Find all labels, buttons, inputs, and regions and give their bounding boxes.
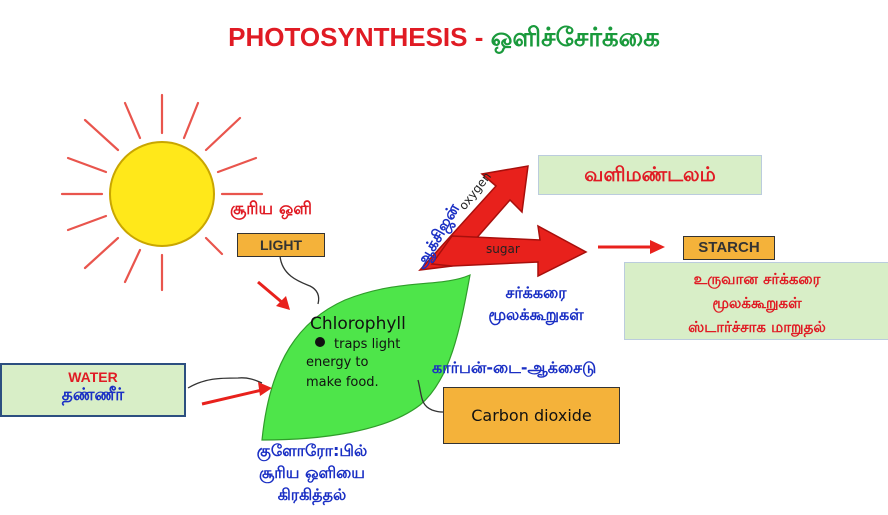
leaf-line2: energy to (306, 354, 368, 372)
leaf-line1: traps light (334, 336, 400, 354)
water-connector-line (188, 378, 262, 388)
sun-icon (110, 142, 214, 246)
sugar-tamil-line1: சர்க்கரை (456, 282, 616, 304)
water-tamil-label: தண்ணீர் (2, 385, 184, 407)
water-box: WATER தண்ணீர் (0, 363, 186, 417)
carbon-dioxide-label: Carbon dioxide (471, 406, 592, 425)
light-label: LIGHT (260, 237, 302, 253)
starch-tamil-line2: மூலக்கூறுகள் (625, 291, 888, 315)
chlorophyll-caption-line3: கிரகித்தல் (222, 484, 402, 506)
chlorophyll-dot (315, 337, 325, 347)
starch-tamil-box: உருவான சர்க்கரை மூலக்கூறுகள் ஸ்டார்ச்சாக… (624, 262, 888, 340)
sugar-tamil-line2: மூலக்கூறுகள் (456, 304, 616, 326)
light-box: LIGHT (237, 233, 325, 257)
light-to-leaf-arrow (258, 282, 290, 310)
sun-tamil-label: சூரிய ஒளி (230, 199, 312, 221)
water-english-label: WATER (2, 369, 184, 385)
chlorophyll-caption-line2: சூரிய ஒளியை (222, 462, 402, 484)
starch-tamil-line3: ஸ்டார்ச்சாக மாறுதல் (625, 315, 888, 339)
co2-tamil-label: கார்பன்-டை-ஆக்சைடு (432, 357, 596, 379)
atmosphere-box: வளிமண்டலம் (538, 155, 762, 195)
chlorophyll-caption-line1: குளோரோ:பில் (222, 440, 402, 462)
atmosphere-label: வளிமண்டலம் (584, 162, 715, 186)
carbon-dioxide-box: Carbon dioxide (443, 387, 620, 444)
leaf-line3: make food. (306, 374, 379, 392)
starch-label: STARCH (698, 239, 759, 256)
sugar-arrow-label: sugar (486, 242, 520, 256)
sugar-tamil-label: சர்க்கரை மூலக்கூறுகள் (456, 282, 616, 326)
chlorophyll-caption: குளோரோ:பில் சூரிய ஒளியை கிரகித்தல் (222, 440, 402, 506)
leaf-title: Chlorophyll (310, 314, 406, 334)
starch-tamil-line1: உருவான சர்க்கரை (625, 267, 888, 291)
sugar-to-starch-arrow (598, 240, 665, 254)
starch-box: STARCH (683, 236, 775, 260)
water-to-leaf-arrow (202, 382, 272, 404)
